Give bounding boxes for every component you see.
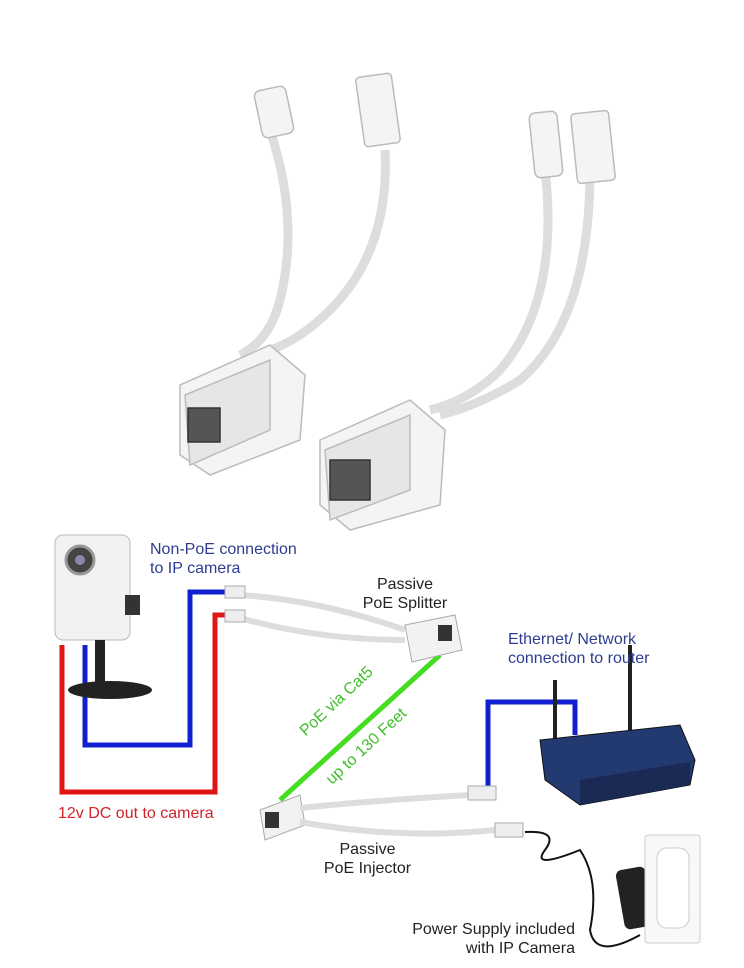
- label-power-supply: Power Supply included with IP Camera: [385, 920, 575, 958]
- label-line: PoE Splitter: [362, 595, 448, 612]
- label-line: Non-PoE connection: [150, 541, 297, 558]
- ip-camera: [54, 534, 152, 699]
- label-line: PoE Injector: [323, 860, 412, 877]
- label-line: with IP Camera: [465, 940, 575, 957]
- router: [539, 645, 696, 806]
- blue-wire-router: [485, 699, 578, 790]
- poe-splitter: [224, 585, 463, 663]
- label-12v-dc-out: 12v DC out to camera: [58, 805, 214, 822]
- label-passive-poe-splitter: Passive PoE Splitter: [345, 575, 465, 613]
- product-photo-left-cable: [179, 72, 401, 476]
- blue-wire-camera: [82, 589, 235, 748]
- wall-outlet: [644, 834, 701, 944]
- green-cat5-wire: [278, 653, 442, 802]
- product-photo-right-cable: [319, 109, 616, 531]
- label-line: to IP camera: [150, 560, 241, 577]
- label-line: Ethernet/ Network: [508, 631, 637, 648]
- red-wire-camera: [59, 612, 235, 795]
- label-line: connection to router: [508, 650, 650, 667]
- label-line: Passive: [376, 576, 434, 593]
- label-ethernet-connection: Ethernet/ Network connection to router: [508, 630, 649, 668]
- label-line: Power Supply included: [412, 921, 575, 938]
- label-line: Passive: [339, 841, 396, 858]
- poe-injector: [259, 785, 524, 841]
- label-non-poe-connection: Non-PoE connection to IP camera: [150, 540, 297, 578]
- label-passive-poe-injector: Passive PoE Injector: [305, 840, 430, 878]
